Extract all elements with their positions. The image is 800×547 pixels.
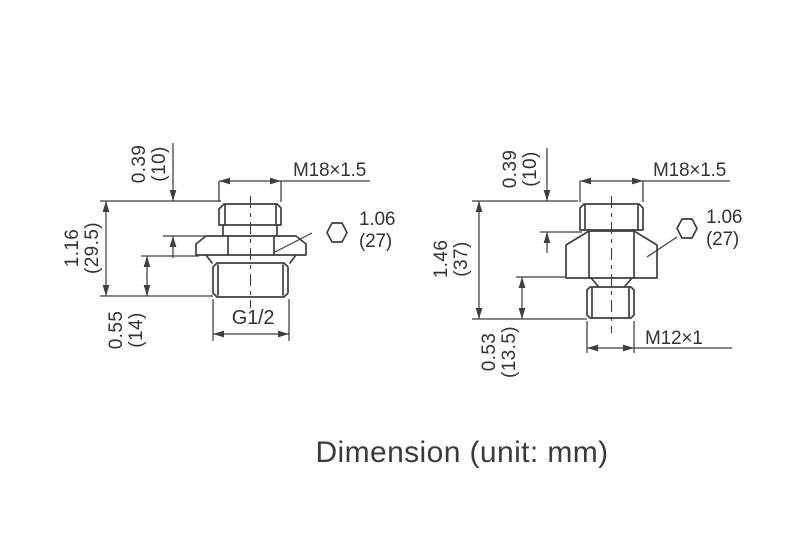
- left-hex-across-flats-icon: [326, 222, 348, 243]
- left-top-thread-label: M18×1.5: [293, 160, 367, 181]
- right-fitting-dimension-lines: [472, 148, 732, 353]
- right-top-thread-label: M18×1.5: [653, 160, 727, 181]
- dim-mm: (10): [520, 151, 541, 187]
- right-fitting-outline: [565, 196, 658, 333]
- left-dim-top-thread-length: 0.39 (10): [129, 144, 170, 184]
- dim-value: 1.16: [62, 228, 83, 268]
- left-dim-overall-height: 1.16 (29.5): [62, 221, 103, 275]
- right-bottom-thread-label: M12×1: [645, 328, 703, 349]
- right-hex-leader-line: [646, 236, 678, 258]
- drawing-caption: Dimension (unit: mm): [315, 436, 609, 469]
- right-hex-size-label: 1.06 (27): [706, 207, 742, 251]
- right-dim-overall-height: 1.46 (37): [431, 239, 472, 279]
- hex-value: 1.06: [706, 207, 743, 228]
- right-hex-across-flats-icon: [676, 218, 698, 239]
- left-bottom-thread-label: G1/2: [231, 307, 275, 329]
- dim-value: 0.39: [129, 144, 150, 184]
- left-hex-size-label: 1.06 (27): [359, 209, 395, 253]
- dim-mm: (29.5): [82, 221, 103, 275]
- right-dim-top-thread-length: 0.39 (10): [500, 149, 541, 189]
- left-fitting-outline: [195, 196, 307, 308]
- dim-mm: (10): [149, 146, 170, 182]
- dim-mm: (13.5): [499, 325, 520, 379]
- dim-value: 0.55: [106, 310, 127, 350]
- right-dim-bottom-thread-length: 0.53 (13.5): [479, 325, 520, 379]
- left-dim-bottom-thread-length: 0.55 (14): [106, 310, 147, 350]
- hex-mm: (27): [359, 231, 392, 252]
- left-fitting-dimension-lines: [100, 143, 370, 341]
- hex-mm: (27): [706, 229, 739, 250]
- dim-value: 1.46: [431, 239, 452, 279]
- left-hex-leader-line: [274, 232, 313, 253]
- dim-mm: (14): [126, 312, 147, 348]
- dim-mm: (37): [451, 241, 472, 277]
- dim-value: 0.39: [500, 149, 521, 189]
- hex-value: 1.06: [359, 209, 396, 230]
- dim-value: 0.53: [479, 332, 500, 372]
